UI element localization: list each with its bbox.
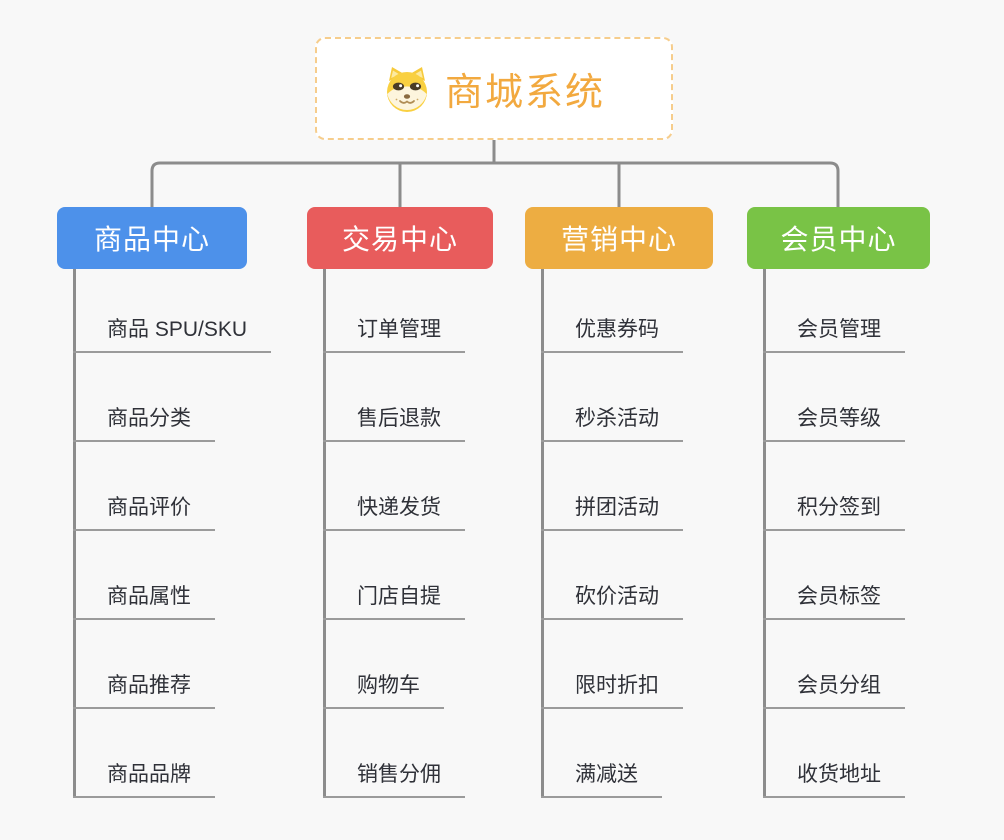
leaf-topic[interactable]: 商品品牌 xyxy=(73,758,215,798)
leaf-topic[interactable]: 拼团活动 xyxy=(541,491,683,531)
leaf-item: 售后退款 xyxy=(323,353,465,442)
branch-leaves: 会员管理会员等级积分签到会员标签会员分组收货地址 xyxy=(763,269,905,798)
branch-node: 营销中心 优惠券码秒杀活动拼团活动砍价活动限时折扣满减送 xyxy=(525,207,713,798)
leaf-topic[interactable]: 商品推荐 xyxy=(73,669,215,709)
leaf-item: 订单管理 xyxy=(323,269,465,353)
branch-trunk-line xyxy=(323,269,326,798)
branch-leaves: 优惠券码秒杀活动拼团活动砍价活动限时折扣满减送 xyxy=(541,269,683,798)
branch-header[interactable]: 会员中心 xyxy=(747,207,930,269)
branch-leaves: 商品 SPU/SKU 商品分类商品评价商品属性商品推荐商品品牌 xyxy=(73,269,272,798)
leaf-topic[interactable]: 商品 SPU/SKU xyxy=(73,313,272,353)
leaf-item: 购物车 xyxy=(323,620,465,709)
leaf-topic[interactable]: 优惠券码 xyxy=(541,313,683,353)
leaf-topic[interactable]: 快递发货 xyxy=(323,491,465,531)
leaf-topic[interactable]: 砍价活动 xyxy=(541,580,683,620)
leaf-topic[interactable]: 售后退款 xyxy=(323,402,465,442)
leaf-item: 积分签到 xyxy=(763,442,905,531)
leaf-item: 优惠券码 xyxy=(541,269,683,353)
branch-header[interactable]: 营销中心 xyxy=(525,207,713,269)
leaf-item: 收货地址 xyxy=(763,709,905,798)
leaf-topic[interactable]: 订单管理 xyxy=(323,313,465,353)
leaf-topic[interactable]: 积分签到 xyxy=(763,491,905,531)
leaf-topic[interactable]: 会员管理 xyxy=(763,313,905,353)
branch-node: 商品中心 商品 SPU/SKU 商品分类商品评价商品属性商品推荐商品品牌 xyxy=(57,207,272,798)
branch-trunk-line xyxy=(73,269,76,798)
leaf-topic[interactable]: 满减送 xyxy=(541,758,662,798)
doge-face-icon xyxy=(386,66,427,112)
leaf-item: 商品推荐 xyxy=(73,620,271,709)
leaf-item: 快递发货 xyxy=(323,442,465,531)
branch-rail-line xyxy=(150,161,840,207)
leaf-topic[interactable]: 限时折扣 xyxy=(541,669,683,709)
leaf-topic[interactable]: 会员等级 xyxy=(763,402,905,442)
leaf-item: 秒杀活动 xyxy=(541,353,683,442)
leaf-item: 会员等级 xyxy=(763,353,905,442)
leaf-item: 会员标签 xyxy=(763,531,905,620)
leaf-item: 砍价活动 xyxy=(541,531,683,620)
leaf-topic[interactable]: 商品分类 xyxy=(73,402,215,442)
leaf-item: 销售分佣 xyxy=(323,709,465,798)
branch-leaves: 订单管理售后退款快递发货门店自提购物车销售分佣 xyxy=(323,269,465,798)
branch-trunk-line xyxy=(763,269,766,798)
leaf-topic[interactable]: 销售分佣 xyxy=(323,758,465,798)
branch-node: 交易中心 订单管理售后退款快递发货门店自提购物车销售分佣 xyxy=(307,207,493,798)
leaf-item: 商品品牌 xyxy=(73,709,271,798)
leaf-item: 商品属性 xyxy=(73,531,271,620)
leaf-item: 门店自提 xyxy=(323,531,465,620)
leaf-topic[interactable]: 会员标签 xyxy=(763,580,905,620)
leaf-topic[interactable]: 商品属性 xyxy=(73,580,215,620)
root-topic[interactable]: 商城系统 xyxy=(315,37,673,140)
leaf-item: 满减送 xyxy=(541,709,683,798)
leaf-topic[interactable]: 商品评价 xyxy=(73,491,215,531)
leaf-item: 会员分组 xyxy=(763,620,905,709)
branch-header[interactable]: 交易中心 xyxy=(307,207,493,269)
root-topic-title: 商城系统 xyxy=(444,72,605,114)
branch-node: 会员中心 会员管理会员等级积分签到会员标签会员分组收货地址 xyxy=(747,207,930,798)
leaf-item: 限时折扣 xyxy=(541,620,683,709)
leaf-topic[interactable]: 会员分组 xyxy=(763,669,905,709)
branch-trunk-line xyxy=(541,269,544,798)
leaf-topic[interactable]: 秒杀活动 xyxy=(541,402,683,442)
leaf-item: 商品评价 xyxy=(73,442,271,531)
leaf-item: 商品分类 xyxy=(73,353,271,442)
leaf-topic[interactable]: 收货地址 xyxy=(763,758,905,798)
leaf-item: 会员管理 xyxy=(763,269,905,353)
branch-header[interactable]: 商品中心 xyxy=(57,207,247,269)
leaf-topic[interactable]: 门店自提 xyxy=(323,580,465,620)
leaf-item: 商品 SPU/SKU xyxy=(73,269,272,353)
leaf-topic[interactable]: 购物车 xyxy=(323,669,444,709)
leaf-item: 拼团活动 xyxy=(541,442,683,531)
